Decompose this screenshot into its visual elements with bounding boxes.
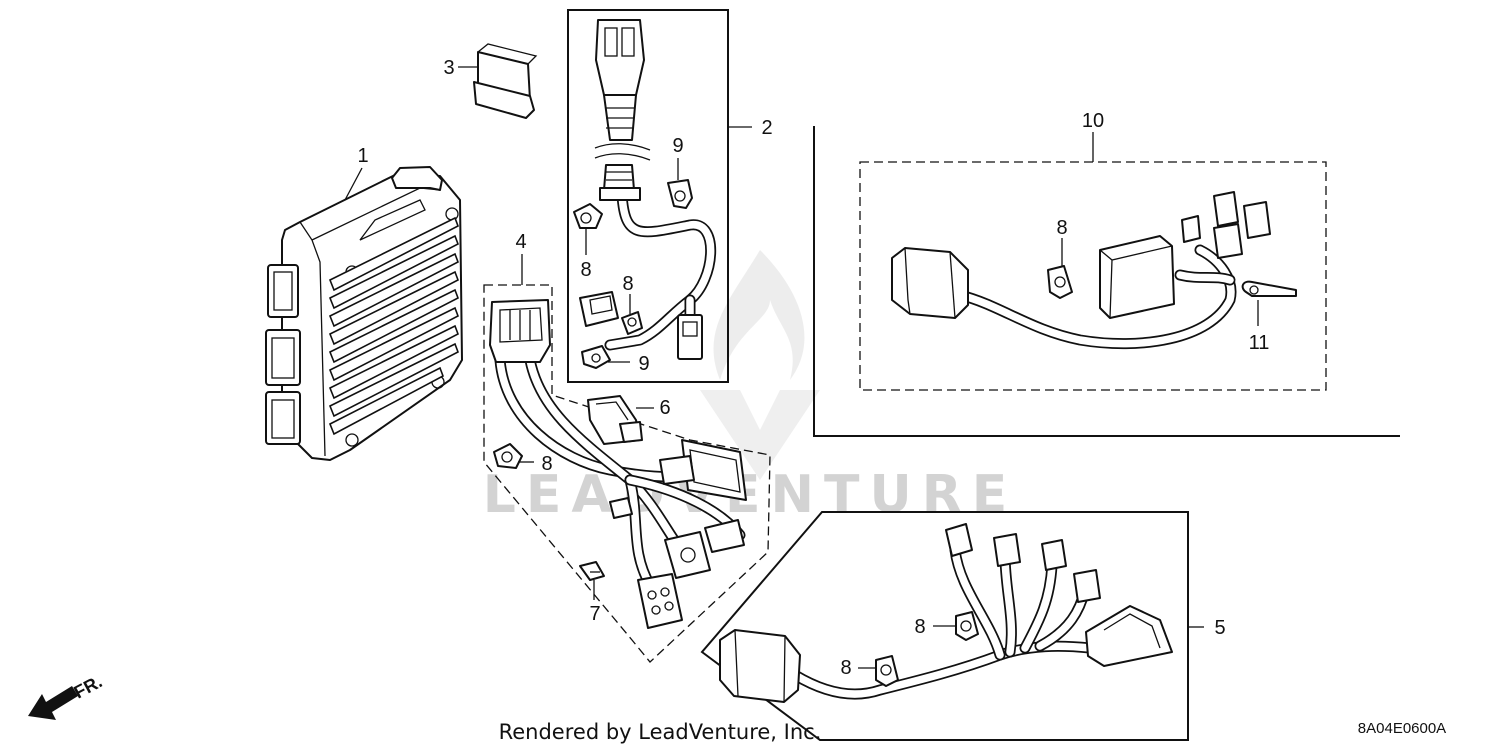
tie-11 <box>1241 280 1297 297</box>
direction-marker: FR. <box>28 671 105 720</box>
harness-5-box <box>1085 605 1173 667</box>
harness-4-plate-connector <box>659 439 747 501</box>
harness-4-top-connector <box>489 299 551 363</box>
clamp-5a <box>955 611 979 641</box>
ecu-cooling-fins <box>328 216 459 436</box>
sub-harness-10 <box>891 191 1271 350</box>
callout-8-c: 8 <box>541 453 552 475</box>
clamp-2a <box>573 203 603 229</box>
watermark-text: LEADVENTURE <box>483 465 1018 525</box>
render-credit: Rendered by LeadVenture, Inc. <box>499 720 822 744</box>
group-5-frame <box>700 511 1189 741</box>
sub-harness-10-box <box>1099 235 1175 319</box>
group-10-bracket <box>813 126 1400 437</box>
harness-4 <box>489 299 747 629</box>
harness-4-plug <box>609 497 633 519</box>
group-2-frame <box>567 9 729 383</box>
ecu-unit <box>265 166 463 461</box>
callout-1: 1 <box>357 145 368 167</box>
callout-5: 5 <box>1214 617 1225 639</box>
harness-5-connectors <box>945 523 1101 603</box>
diagram-code: 8A04E0600A <box>1358 720 1446 737</box>
harness-4-small-connector-a <box>664 531 711 579</box>
callout-3: 3 <box>443 57 454 79</box>
harness-2-main-connector <box>595 19 645 141</box>
callout-8-b: 8 <box>622 273 633 295</box>
callout-4: 4 <box>515 231 526 253</box>
harness-5-round-connector <box>719 629 801 703</box>
sub-harness-10-connectors <box>1181 191 1271 259</box>
callout-1-leader <box>344 167 363 201</box>
sub-harness-10-round-connector <box>891 247 969 319</box>
callout-10: 10 <box>1082 110 1104 132</box>
callout-7: 7 <box>589 603 600 625</box>
callout-9-lower: 9 <box>638 353 649 375</box>
harness-4-small-connector-b <box>704 519 745 553</box>
cover-part <box>473 43 538 119</box>
band-clip-lower <box>581 345 611 369</box>
harness-2-side-connector <box>579 291 619 327</box>
harness-2 <box>579 19 717 360</box>
ecu-connector-bottom <box>265 391 301 445</box>
clamp-4 <box>493 443 523 469</box>
harness-2-sleeve <box>599 164 641 201</box>
clip-7 <box>579 561 605 581</box>
clamp-5b <box>875 655 899 687</box>
callout-8-e: 8 <box>914 616 925 638</box>
callout-2: 2 <box>761 117 772 139</box>
band-clip-upper <box>667 179 693 209</box>
callout-9-upper: 9 <box>672 135 683 157</box>
callout-6: 6 <box>659 397 670 419</box>
callout-11: 11 <box>1249 332 1270 354</box>
harness-5 <box>719 523 1173 703</box>
ecu-connector-top <box>267 264 299 318</box>
callout-8-d: 8 <box>1056 217 1067 239</box>
group-4-frame <box>483 284 771 663</box>
clamp-10 <box>1047 265 1073 299</box>
harness-2-small-connector <box>677 314 703 360</box>
ecu-connector-middle <box>265 329 301 386</box>
harness-4-round-connector <box>637 573 683 629</box>
clamp-2b <box>621 311 643 335</box>
callout-8-f: 8 <box>840 657 851 679</box>
direction-label: FR. <box>70 671 105 702</box>
callout-8-a: 8 <box>580 259 591 281</box>
connector-6 <box>587 395 643 445</box>
